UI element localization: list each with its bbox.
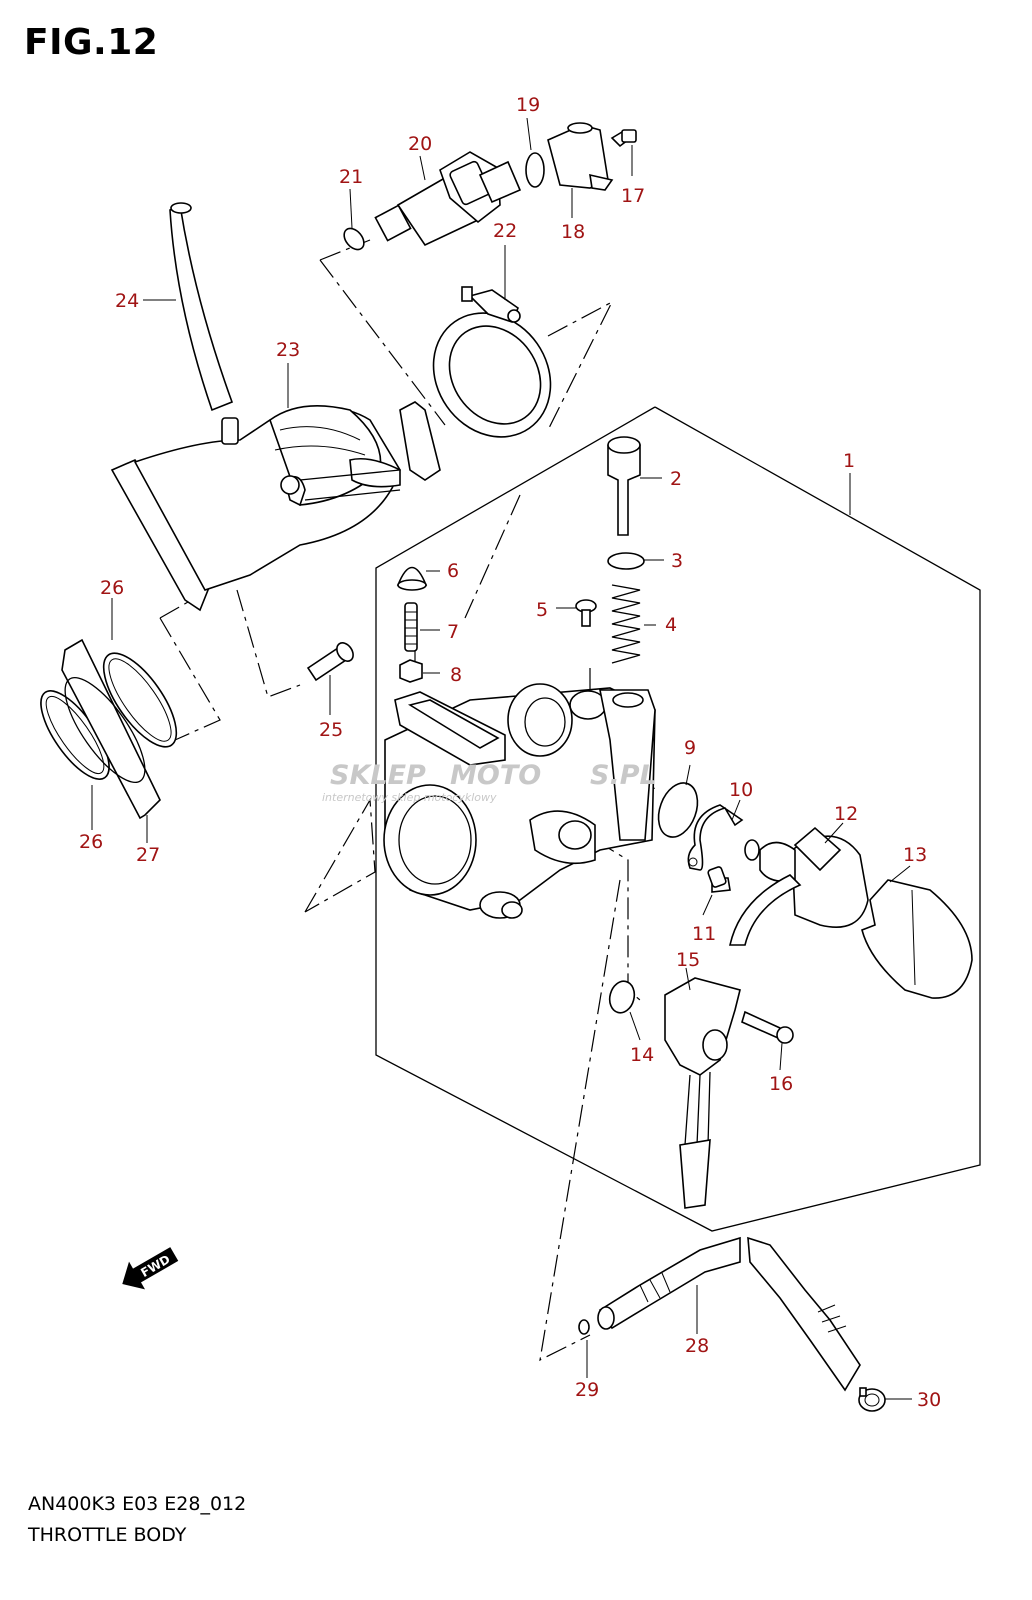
callout-28: 28 xyxy=(685,1335,709,1357)
callout-15: 15 xyxy=(676,949,700,971)
callout-14: 14 xyxy=(630,1044,654,1066)
callout-17: 17 xyxy=(621,185,645,207)
sensor-15 xyxy=(664,977,741,1209)
injector-assembly xyxy=(343,122,637,251)
watermark-tagline: internetowy sklep motocyklowy xyxy=(322,791,497,804)
plate-10 xyxy=(687,804,744,871)
hose-28 xyxy=(597,1236,861,1392)
leader-lines xyxy=(91,117,912,1400)
model-code: AN400K3 E03 E28_012 xyxy=(28,1493,247,1515)
screw-5 xyxy=(575,599,597,627)
hose-24 xyxy=(169,202,234,412)
intake-pipe-23 xyxy=(110,401,441,612)
gaskets-holder xyxy=(40,638,178,820)
screw-7 xyxy=(404,602,418,652)
screw-16 xyxy=(741,1010,794,1044)
callout-16: 16 xyxy=(769,1073,793,1095)
callout-29: 29 xyxy=(575,1379,599,1401)
callout-24: 24 xyxy=(115,290,139,312)
spring-4 xyxy=(611,584,641,664)
callout-2: 2 xyxy=(670,468,682,490)
clamp-22 xyxy=(432,286,552,438)
watermark: SKLEP MOTO S.PL internetowy sklep motocy… xyxy=(322,760,657,804)
forward-arrow-icon: FWD xyxy=(122,1247,179,1290)
callout-12: 12 xyxy=(834,803,858,825)
callout-20: 20 xyxy=(408,133,432,155)
figure-title: FIG.12 xyxy=(24,22,159,63)
callout-27: 27 xyxy=(136,844,160,866)
callout-4: 4 xyxy=(665,614,677,636)
screw-2 xyxy=(607,436,641,536)
watermark-brand-suffix: S.PL xyxy=(590,760,657,791)
callout-10: 10 xyxy=(729,779,753,801)
callout-25: 25 xyxy=(319,719,343,741)
callout-13: 13 xyxy=(903,844,927,866)
callout-9: 9 xyxy=(684,737,696,759)
cover-13 xyxy=(861,879,973,999)
o-ring-3 xyxy=(607,552,645,570)
callout-21: 21 xyxy=(339,166,363,188)
callout-26-bottom: 26 xyxy=(79,831,103,853)
figure-name: THROTTLE BODY xyxy=(28,1524,187,1546)
callouts: 1 2 3 4 5 6 7 8 9 10 11 12 13 14 15 16 1… xyxy=(79,94,941,1411)
callout-8: 8 xyxy=(450,664,462,686)
callout-7: 7 xyxy=(447,621,459,643)
clip-29 xyxy=(578,1319,590,1335)
assembly-outline xyxy=(375,406,981,1232)
callout-19: 19 xyxy=(516,94,540,116)
callout-6: 6 xyxy=(447,560,459,582)
clamp-30 xyxy=(858,1387,886,1412)
throttle-body xyxy=(383,683,656,919)
callout-3: 3 xyxy=(671,550,683,572)
cap-6 xyxy=(396,566,428,591)
o-ring-9 xyxy=(657,782,699,838)
nut-8 xyxy=(399,659,423,683)
callout-1: 1 xyxy=(843,450,855,472)
callout-26-top: 26 xyxy=(100,577,124,599)
watermark-brand-right: MOTO xyxy=(450,760,541,791)
callout-23: 23 xyxy=(276,339,300,361)
callout-5: 5 xyxy=(536,599,548,621)
callout-30: 30 xyxy=(917,1389,941,1411)
callout-11: 11 xyxy=(692,923,716,945)
watermark-brand-left: SKLEP xyxy=(330,760,426,791)
callout-18: 18 xyxy=(561,221,585,243)
o-ring-14 xyxy=(608,980,636,1014)
bolt-25 xyxy=(306,642,354,682)
idle-valve-12 xyxy=(729,826,869,946)
callout-22: 22 xyxy=(493,220,517,242)
screw-11 xyxy=(707,866,731,893)
